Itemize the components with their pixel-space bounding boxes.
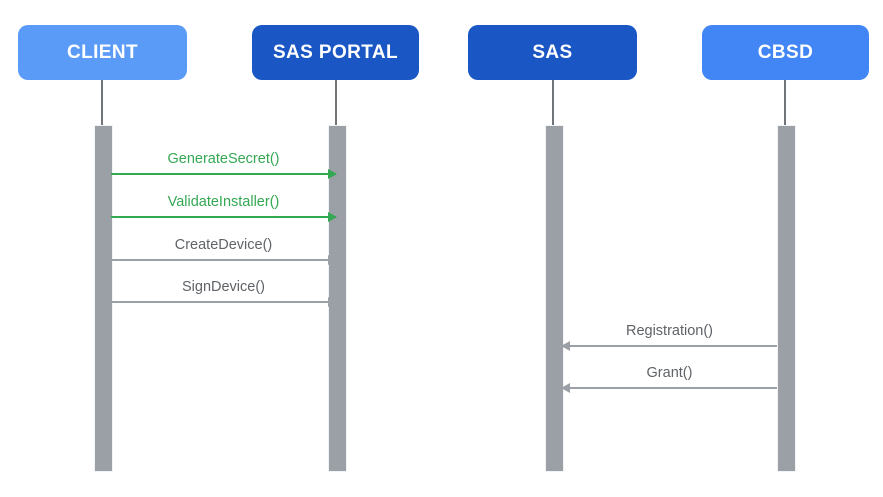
message-line	[111, 173, 336, 175]
message-line	[111, 301, 336, 303]
participant-box-sas-portal[interactable]: SAS PORTAL	[252, 25, 419, 80]
participant-box-sas[interactable]: SAS	[468, 25, 637, 80]
message-label: Grant()	[646, 365, 693, 381]
lifeline-stem-sas-portal	[335, 80, 337, 125]
lifeline-stem-sas	[552, 80, 554, 125]
participant-label-sas: SAS	[532, 41, 573, 63]
arrowhead-left-icon	[561, 383, 570, 393]
arrowhead-right-icon	[328, 297, 337, 307]
arrowhead-left-icon	[561, 341, 570, 351]
participant-label-sas-portal: SAS PORTAL	[272, 41, 399, 63]
participant-label-cbsd: CBSD	[757, 41, 814, 63]
message-label: Registration()	[625, 323, 714, 339]
message-label: SignDevice()	[182, 279, 265, 295]
message-label: CreateDevice()	[174, 237, 273, 253]
message-line	[111, 216, 336, 218]
arrowhead-right-icon	[328, 212, 337, 222]
message-line	[111, 259, 336, 261]
message-line	[562, 345, 777, 347]
participant-box-cbsd[interactable]: CBSD	[702, 25, 869, 80]
message-label: GenerateSecret()	[167, 151, 280, 167]
participant-box-client[interactable]: CLIENT	[18, 25, 187, 80]
arrowhead-right-icon	[328, 169, 337, 179]
activation-bar-cbsd[interactable]	[777, 125, 796, 472]
message-line	[562, 387, 777, 389]
lifeline-stem-cbsd	[784, 80, 786, 125]
lifeline-stem-client	[101, 80, 103, 125]
message-label: ValidateInstaller()	[167, 194, 280, 210]
activation-bar-sas[interactable]	[545, 125, 564, 472]
participant-label-client: CLIENT	[66, 41, 138, 63]
arrowhead-right-icon	[328, 255, 337, 265]
activation-bar-client[interactable]	[94, 125, 113, 472]
